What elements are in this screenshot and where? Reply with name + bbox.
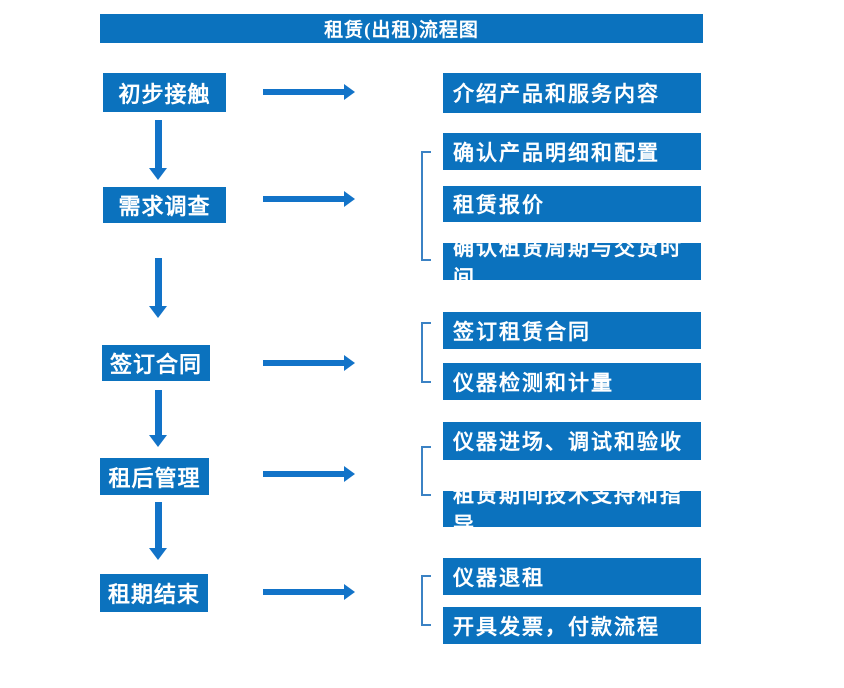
output-box-instrument-inspection: 仪器检测和计量 [443,363,701,400]
bracket-connector [421,446,431,496]
arrow-right-icon [263,466,355,482]
output-box-instrument-return: 仪器退租 [443,558,701,595]
arrow-right-icon [263,584,355,600]
arrow-down-icon [149,502,167,560]
bracket-connector [421,575,431,626]
output-box-invoice-payment: 开具发票，付款流程 [443,607,701,644]
step-box-post-rental-management: 租后管理 [100,458,209,495]
flowchart-title: 租赁(出租)流程图 [100,14,703,43]
output-box-sign-rental-contract: 签订租赁合同 [443,312,701,349]
output-box-instrument-setup-acceptance: 仪器进场、调试和验收 [443,422,701,460]
step-box-sign-contract: 签订合同 [102,345,210,381]
arrow-down-icon [149,258,167,318]
output-box-confirm-rental-period: 确认租赁周期与交货时间 [443,236,701,290]
step-box-initial-contact: 初步接触 [103,73,226,112]
output-box-technical-support: 租赁期间技术支持和指导 [443,483,701,537]
output-box-rental-quotation: 租赁报价 [443,186,701,222]
arrow-right-icon [263,355,355,371]
arrow-down-icon [149,390,167,447]
bracket-connector [421,322,431,383]
step-box-demand-survey: 需求调查 [103,187,226,223]
output-box-introduce-products: 介绍产品和服务内容 [443,73,701,113]
bracket-connector [421,151,431,261]
arrow-down-icon [149,120,167,180]
step-box-rental-end: 租期结束 [100,574,208,612]
arrow-right-icon [263,191,355,207]
arrow-right-icon [263,84,355,100]
output-box-confirm-product-details: 确认产品明细和配置 [443,133,701,170]
